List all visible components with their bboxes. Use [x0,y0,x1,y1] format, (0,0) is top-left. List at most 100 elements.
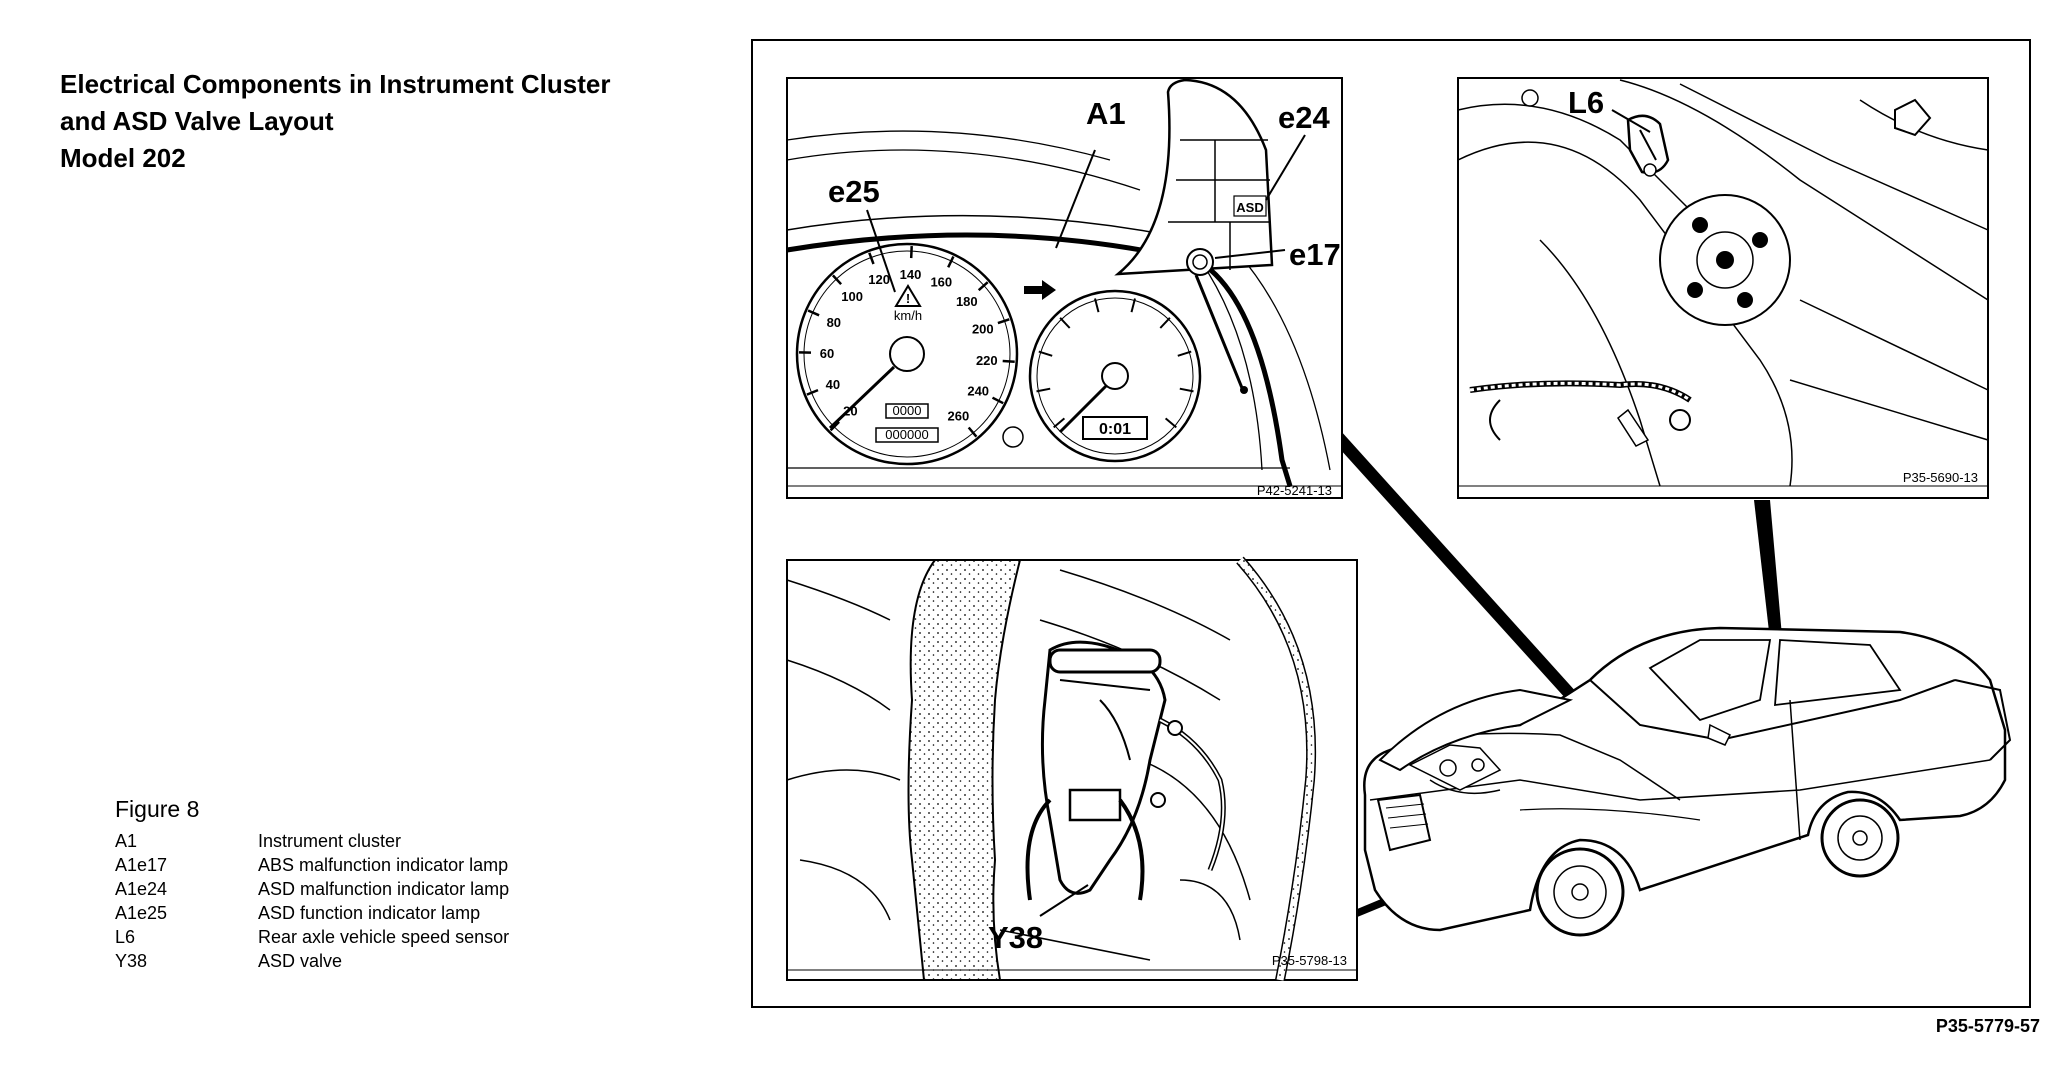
pointer-cluster [1330,430,1624,752]
ref-valve: P35-5798-13 [1272,953,1347,968]
total-odometer [875,427,939,443]
label-e25: e25 [828,174,880,209]
speedo-tick [909,246,913,259]
legend-code: A1 [115,831,138,851]
legend-row: A1e17 ABS malfunction indicator lamp [115,853,509,877]
front-wheel [1535,847,1625,937]
ref-sensor: P35-5690-13 [1903,470,1978,485]
open-hood [1378,688,1574,772]
asd-valve-inset: Y38 P35-5798-13 [786,556,1358,981]
reset-knob [1002,426,1024,448]
label-e24: e24 [1278,100,1330,135]
asd-lamp [1233,195,1267,217]
tacho-tick [1036,387,1051,393]
speedo-scale-label: 160 [930,275,952,290]
speedo-tick [829,421,840,432]
tacho-tick [1130,298,1136,313]
svg-text:000000: 000000 [885,427,928,442]
speedo-tick [947,255,955,268]
speedo-tick [806,388,819,396]
ref-cluster: P42-5241-13 [1257,483,1332,498]
tacho-tick [1179,387,1194,393]
label-e17: e17 [1289,237,1341,272]
radiator-grille [1376,793,1432,852]
legend-description: ASD function indicator lamp [258,903,481,923]
speedo-scale-label: 100 [841,289,863,304]
legend-description: ABS malfunction indicator lamp [258,855,509,875]
tacho-tick [1177,350,1192,357]
clock-display [1082,416,1148,440]
legend-code: A1e25 [115,903,168,923]
legend-description: Rear axle vehicle speed sensor [258,927,510,947]
abs-lamp-icon [1186,248,1214,276]
speedo-scale-label: 200 [972,321,994,336]
asd-valve-body [1025,640,1226,901]
legend-code: Y38 [115,951,148,971]
speedo-scale-label: 140 [900,267,922,282]
tacho-tick [1159,317,1171,329]
vehicle-illustration [1363,626,2012,937]
rear-wheel [1820,798,1900,878]
legend-row: A1 Instrument cluster [115,829,509,853]
front-window [1648,639,1772,722]
asd-lamp-label: ASD [1236,200,1263,215]
tacho-tick [1164,417,1177,429]
indicator-lamp-pod: ASD [1114,78,1274,276]
title-line-2: and ASD Valve Layout [60,106,334,136]
legend-row: Y38 ASD valve [115,949,509,973]
figure-number: Figure 8 [115,796,200,822]
label-a1: A1 [1086,96,1126,131]
svg-text:0000: 0000 [893,403,922,418]
engine-bay [1408,744,1502,795]
speedo-scale-label: 60 [820,346,834,361]
legend-description: ASD malfunction indicator lamp [258,879,510,899]
speedo-tick [997,318,1010,325]
speedo-scale-label: 240 [967,383,989,398]
speedo-scale-label: 120 [868,272,890,287]
warning-triangle-icon [894,284,922,307]
main-reference-code: P35-5779-57 [1936,1016,2040,1036]
trip-odometer [885,403,929,419]
label-y38: Y38 [988,920,1043,955]
legend-description: Instrument cluster [258,831,402,851]
speedo-scale-label: 20 [843,404,857,419]
rear-window [1774,639,1902,707]
label-l6: L6 [1568,85,1604,120]
legend-row: A1e25 ASD function indicator lamp [115,901,509,925]
speedo-tick [807,309,820,317]
speedo-tick [967,426,978,438]
speedo-scale-label: 40 [826,377,840,392]
hex-nut-icon [1894,98,1932,137]
rear-speed-sensor [1626,114,1670,177]
clock-display-value: 0:01 [1099,421,1131,438]
insulation-padding-left [907,559,1022,981]
speedo-scale-label: 80 [827,315,841,330]
speedo-tick [1002,359,1015,364]
tacho-tick [1059,317,1071,329]
speedo-tick [868,252,875,265]
side-mirror [1707,723,1732,746]
legend-description: ASD valve [258,951,343,971]
speedo-tick [991,396,1004,405]
diagram-title: Electrical Components in Instrument Clus… [60,66,610,177]
speed-unit: km/h [894,308,922,323]
speedo-tick [831,274,843,286]
tacho-tick [1094,298,1100,313]
tacho-tick [1053,417,1066,429]
title-line-1: Electrical Components in Instrument Clus… [60,69,611,99]
speedo-scale-label: 220 [976,353,998,368]
svg-text:!: ! [906,291,910,306]
legend-code: A1e17 [115,855,168,875]
speedo-scale-label: 260 [948,408,970,423]
tachometer-gauge: 0:01 [1028,289,1202,463]
speedo-tick [977,281,989,292]
turn-arrow-icon [1024,280,1056,300]
title-line-3: Model 202 [60,143,186,173]
outer-frame [751,39,2031,1008]
